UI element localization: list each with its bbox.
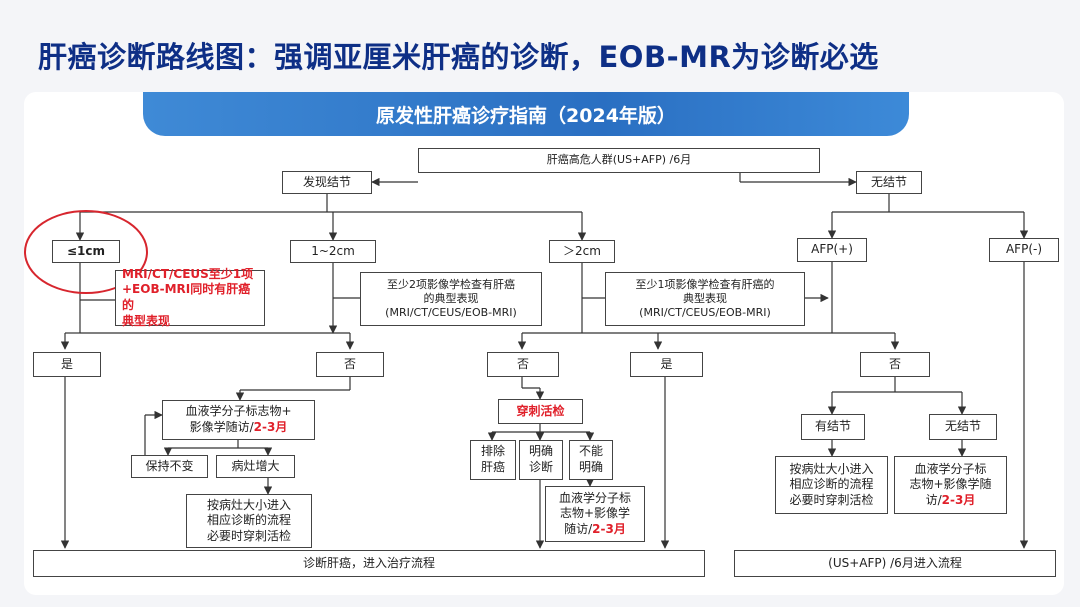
exclude-line: 肝癌 <box>480 460 505 474</box>
node-enlarged: 病灶增大 <box>216 455 295 478</box>
node-high-risk: 肝癌高危人群(US+AFP) /6月 <box>418 148 820 173</box>
node-has-nodule: 有结节 <box>801 414 865 440</box>
highlight-circle <box>24 210 148 294</box>
two-imaging-line: 的典型表现 <box>423 291 479 305</box>
node-stable: 保持不变 <box>131 455 208 478</box>
confirmed-line: 明确 <box>528 444 553 459</box>
node-exclude-hcc: 排除 肝癌 <box>470 440 516 480</box>
node-no-nodule-2: 无结节 <box>929 414 997 440</box>
node-diagnose-hcc: 诊断肝癌，进入治疗流程 <box>33 550 705 577</box>
followup-right-line: 血液学分子标 <box>914 461 987 476</box>
followup-interval: 2-3月 <box>253 420 288 434</box>
two-imaging-line: (MRI/CT/CEUS/EOB-MRI) <box>385 306 517 320</box>
size-flow-left-line: 相应诊断的流程 <box>206 513 291 528</box>
node-continue-surveillance: (US+AFP) /6月进入流程 <box>734 550 1056 577</box>
followup-right-line: 志物+影像学随 <box>909 477 992 492</box>
unclear-line: 明确 <box>578 460 603 474</box>
followup-interval: 2-3月 <box>941 492 976 507</box>
node-no-2: 否 <box>487 352 559 377</box>
unclear-line: 不能 <box>578 444 603 459</box>
node-yes-mid: 是 <box>630 352 703 377</box>
note-le-1cm-line: +EOB-MRI同时有肝癌的 <box>122 282 251 312</box>
followup-right-line: 访/2-3月 <box>926 493 976 509</box>
node-no-nodule: 无结节 <box>856 171 922 194</box>
followup-mid-line: 志物+影像学 <box>559 506 631 521</box>
confirmed-line: 诊断 <box>528 460 553 474</box>
node-biopsy: 穿刺活检 <box>498 399 583 424</box>
one-imaging-line: (MRI/CT/CEUS/EOB-MRI) <box>639 306 771 320</box>
followup-interval: 2-3月 <box>592 521 626 536</box>
node-nodule-found: 发现结节 <box>282 171 372 194</box>
one-imaging-line: 至少1项影像学检查有肝癌的 <box>635 277 775 291</box>
node-followup-left: 血液学分子标志物+ 影像学随访/2-3月 <box>162 400 315 440</box>
node-size-flow-right: 按病灶大小进入 相应诊断的流程 必要时穿刺活检 <box>775 456 888 514</box>
node-unclear: 不能 明确 <box>569 440 613 480</box>
note-le-1cm-criteria: MRI/CT/CEUS至少1项 +EOB-MRI同时有肝癌的 典型表现 <box>115 266 265 328</box>
size-flow-right-line: 必要时穿刺活检 <box>789 492 874 507</box>
page-title: 肝癌诊断路线图：强调亚厘米肝癌的诊断，EOB-MR为诊断必选 <box>38 40 879 74</box>
node-no-right: 否 <box>860 352 930 377</box>
node-1-2cm: 1~2cm <box>290 240 376 263</box>
followup-left-line: 影像学随访/2-3月 <box>190 420 288 436</box>
size-flow-right-line: 按病灶大小进入 <box>789 461 874 476</box>
note-le-1cm-line: 典型表现 <box>122 313 171 328</box>
node-gt-2cm: ＞2cm <box>549 240 615 263</box>
node-two-imaging: 至少2项影像学检查有肝癌 的典型表现 (MRI/CT/CEUS/EOB-MRI) <box>360 272 542 326</box>
node-yes-left: 是 <box>33 352 101 377</box>
node-size-flow-left: 按病灶大小进入 相应诊断的流程 必要时穿刺活检 <box>186 494 312 548</box>
note-le-1cm-line: MRI/CT/CEUS至少1项 <box>122 266 254 281</box>
exclude-line: 排除 <box>480 444 505 459</box>
node-followup-right: 血液学分子标 志物+影像学随 访/2-3月 <box>894 456 1007 514</box>
followup-mid-text: 随访/ <box>564 521 593 536</box>
followup-left-text: 影像学随访/ <box>189 420 254 434</box>
node-one-imaging: 至少1项影像学检查有肝癌的 典型表现 (MRI/CT/CEUS/EOB-MRI) <box>605 272 805 326</box>
size-flow-left-line: 必要时穿刺活检 <box>206 528 291 543</box>
followup-mid-line: 随访/2-3月 <box>564 522 626 538</box>
node-afp-positive: AFP(+) <box>797 238 867 262</box>
node-no-1: 否 <box>316 352 384 377</box>
followup-mid-line: 血液学分子标 <box>558 490 631 505</box>
node-le-1cm: ≤1cm <box>52 240 120 263</box>
followup-left-line: 血液学分子标志物+ <box>185 404 292 419</box>
node-le-1cm-label: ≤1cm <box>66 243 106 258</box>
size-flow-left-line: 按病灶大小进入 <box>206 497 291 512</box>
node-confirmed: 明确 诊断 <box>519 440 563 480</box>
followup-right-text: 访/ <box>925 492 942 507</box>
one-imaging-line: 典型表现 <box>683 291 727 305</box>
node-afp-negative: AFP(-) <box>989 238 1059 262</box>
two-imaging-line: 至少2项影像学检查有肝癌 <box>387 277 515 291</box>
size-flow-right-line: 相应诊断的流程 <box>789 477 874 492</box>
node-followup-mid: 血液学分子标 志物+影像学 随访/2-3月 <box>545 486 645 542</box>
guide-banner: 原发性肝癌诊疗指南（2024年版） <box>143 92 909 136</box>
